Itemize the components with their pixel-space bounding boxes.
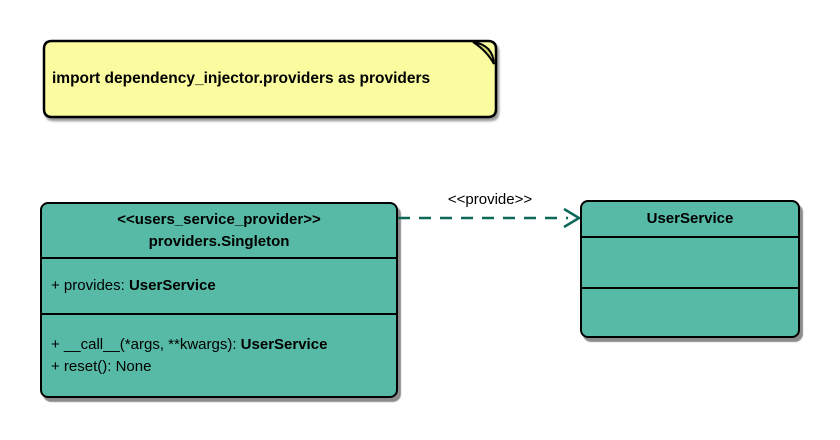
service-methods-compartment [582,287,798,336]
method-text: + reset(): None [51,357,152,375]
provider-class-header: <<users_service_provider>> providers.Sin… [42,204,396,257]
note-fold-icon [472,41,495,65]
open-arrowhead-icon [563,207,582,229]
attribute-row: + provides: UserService [51,275,396,297]
service-class-box: UserService [580,200,800,338]
attribute-text: + provides: [51,277,129,294]
method-text: + __call__(*args, **kwargs): [51,335,241,353]
note-text: import dependency_injector.providers as … [52,70,431,87]
service-class-name: UserService [646,210,734,227]
provide-dependency-arrow [398,207,582,229]
provider-methods-compartment: + __call__(*args, **kwargs): UserService… [42,313,396,396]
attribute-type: UserService [128,277,216,294]
method-row: + reset(): None [51,356,396,378]
edge-label: <<provide>> [447,191,533,208]
method-row: + __call__(*args, **kwargs): UserService [51,334,396,356]
provider-class-box: <<users_service_provider>> providers.Sin… [40,202,398,398]
note-shape [42,39,498,119]
provider-attributes-compartment: + provides: UserService [42,257,396,313]
service-attributes-compartment [582,236,798,287]
method-return-type: UserService [240,335,328,353]
import-note: import dependency_injector.providers as … [42,39,498,119]
service-class-header: UserService [582,202,798,236]
note-body [42,39,498,119]
provider-class-stereotype: <<users_service_provider>> [117,210,321,228]
provider-class-name: providers.Singleton [148,232,290,250]
